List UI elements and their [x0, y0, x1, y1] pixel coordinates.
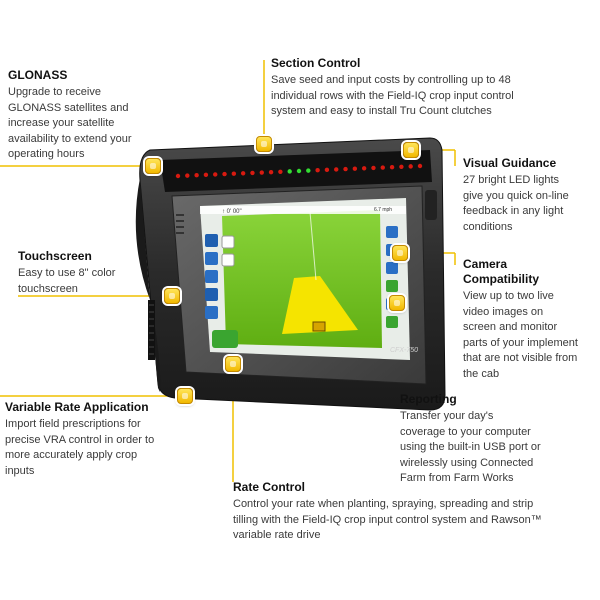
visual-guidance-marker-icon[interactable]	[403, 142, 419, 158]
section-control-line: Save seed and input costs by controlling…	[271, 74, 511, 86]
touchscreen-callout: Touchscreen Easy to use 8" color touchsc…	[18, 249, 158, 297]
variable-rate-line: Import field prescriptions for	[5, 418, 141, 430]
visual-guidance-callout: Visual Guidance 27 bright LED lights giv…	[463, 156, 598, 235]
visual-guidance-line: 27 bright LED lights	[463, 174, 559, 186]
camera-line: parts of your implement	[463, 336, 578, 349]
visual-guidance-line: feedback in any light	[463, 205, 564, 217]
glonass-callout: GLONASS Upgrade to receive GLONASS satel…	[8, 68, 158, 163]
variable-rate-line: more accurately apply crop	[5, 449, 138, 461]
rate-control-marker-icon[interactable]	[225, 356, 241, 372]
camera-line: screen and monitor	[463, 321, 558, 333]
reporting-line: using the built-in USB port or	[400, 441, 541, 453]
camera-marker-icon[interactable]	[392, 245, 408, 261]
touchscreen-title: Touchscreen	[18, 249, 92, 263]
variable-rate-title: Variable Rate Application	[5, 400, 149, 414]
variable-rate-marker-icon[interactable]	[177, 388, 193, 404]
camera-line: video images on	[463, 305, 544, 318]
rate-control-line: variable rate drive	[233, 529, 321, 541]
variable-rate-callout: Variable Rate Application Import field p…	[5, 400, 185, 479]
visual-guidance-title: Visual Guidance	[463, 156, 557, 170]
touchscreen-marker-icon[interactable]	[164, 288, 180, 304]
glonass-line: GLONASS satellites and	[8, 101, 129, 114]
rate-control-line: tilling with the Field-IQ crop input con…	[233, 513, 542, 526]
section-control-line: system and easy to install Tru Count clu…	[271, 105, 492, 117]
reporting-line: Farm from Farm Works	[400, 472, 514, 484]
glonass-title: GLONASS	[8, 68, 68, 82]
reporting-line: Transfer your day's	[400, 410, 494, 422]
glonass-line: Upgrade to receive	[8, 86, 101, 98]
section-control-title: Section Control	[271, 56, 361, 70]
reporting-line: coverage to your computer	[400, 425, 531, 438]
camera-title: Camera Compatibility	[463, 257, 540, 286]
camera-line: View up to two live	[463, 290, 554, 302]
rate-control-line: Control your rate when planting, sprayin…	[233, 498, 534, 510]
visual-guidance-line: give you quick on-line	[463, 189, 569, 202]
rate-control-callout: Rate Control Control your rate when plan…	[233, 480, 573, 544]
visual-guidance-line: conditions	[463, 220, 513, 233]
variable-rate-line: precise VRA control in order to	[5, 433, 155, 446]
rate-control-title: Rate Control	[233, 480, 305, 494]
glonass-line: increase your satellite	[8, 117, 115, 129]
touchscreen-line: touchscreen	[18, 282, 78, 295]
camera-callout: Camera Compatibility View up to two live…	[463, 257, 598, 382]
camera-line: that are not visible from	[463, 352, 578, 364]
reporting-title: Reporting	[400, 392, 457, 406]
glonass-line: availability to extend your	[8, 132, 132, 145]
reporting-marker-icon[interactable]	[389, 295, 405, 311]
reporting-callout: Reporting Transfer your day's coverage t…	[400, 392, 590, 487]
touchscreen-line: Easy to use 8" color	[18, 267, 116, 279]
camera-line: the cab	[463, 367, 500, 380]
glonass-line: operating hours	[8, 148, 85, 160]
variable-rate-line: inputs	[5, 464, 35, 477]
section-control-marker-icon[interactable]	[256, 136, 272, 152]
section-control-callout: Section Control Save seed and input cost…	[271, 56, 551, 120]
section-control-line: individual rows with the Field-IQ crop i…	[271, 89, 514, 102]
glonass-marker-icon[interactable]	[145, 158, 161, 174]
reporting-line: wirelessly using Connected	[400, 456, 534, 469]
